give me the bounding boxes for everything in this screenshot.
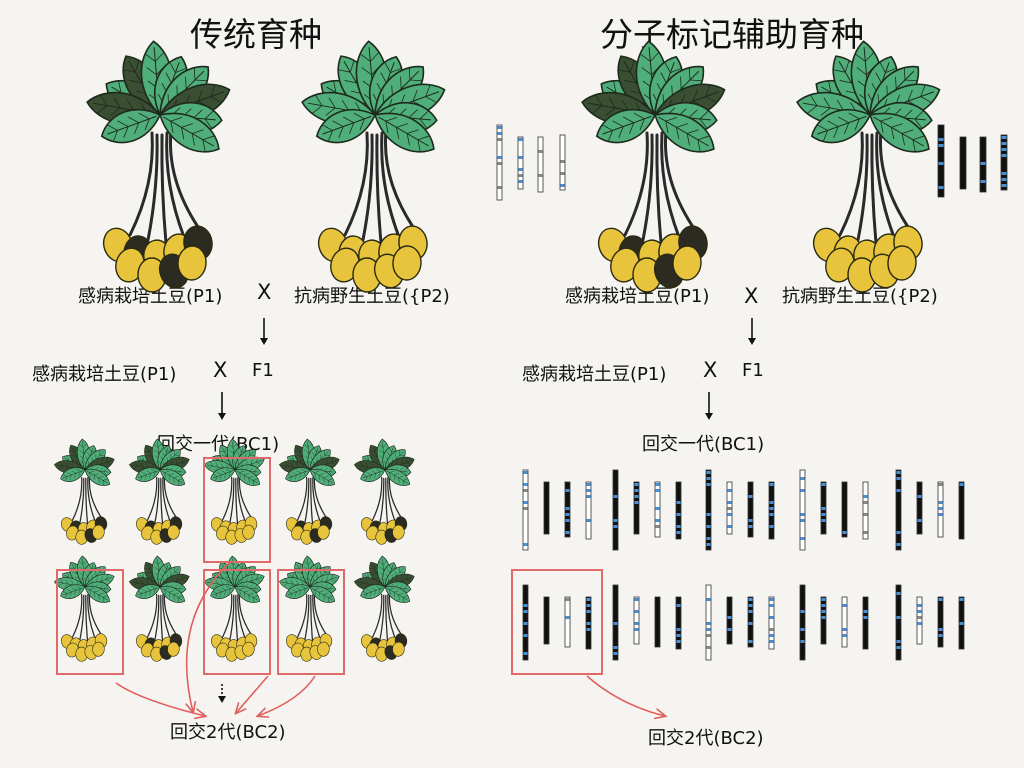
red-arrow-from-r2-c1 — [115, 682, 205, 716]
right-cross1-x: X — [744, 284, 759, 308]
bc1-chromosome-r2-g2-4 — [675, 596, 682, 650]
bc1-chromosome-r2-g3-1 — [705, 584, 712, 661]
parent1-chromosome-4 — [559, 134, 566, 191]
bc1-chromosome-r2-g1-2 — [543, 596, 550, 645]
bc1-plant-r2-c3 — [203, 555, 265, 662]
bc1-chromosome-r2-g5-4 — [958, 596, 965, 650]
left-cross1-p2: 抗病野生土豆({P2) — [294, 286, 450, 307]
arrow-down-left-1 — [260, 318, 268, 345]
left-bc1-label: 回交一代(BC1) — [157, 434, 280, 455]
left-cross2-p1: 感病栽培土豆(P1) — [32, 364, 177, 385]
bc1-chromosome-r1-g2-1 — [612, 469, 619, 551]
bc1-chromosome-r2-g4-2 — [820, 596, 827, 645]
right-cross2-x: X — [703, 358, 718, 382]
selection-box-r2-c3 — [203, 569, 271, 675]
right-cross1-p2: 抗病野生土豆({P2) — [782, 286, 938, 307]
bc1-plant-r2-c4 — [278, 555, 340, 662]
bc1-plant-r2-c5 — [353, 555, 415, 662]
bc1-plant-r1-c1 — [53, 438, 115, 545]
bc1-chromosome-r1-g1-3 — [564, 481, 571, 538]
susceptible-potato-plant-right — [581, 40, 726, 293]
parent2-chromosome-3 — [979, 136, 987, 193]
bc1-chromosome-r1-g1-2 — [543, 481, 550, 535]
bc1-chromosome-r2-g3-2 — [726, 596, 733, 645]
left-cross2-x: X — [213, 358, 228, 382]
parent1-chromosome-3 — [537, 136, 544, 193]
bc1-chromosome-r1-g4-4 — [862, 481, 869, 540]
parent2-chromosome-1 — [937, 124, 945, 198]
bc1-chromosome-r2-g1-1 — [522, 584, 529, 661]
right-cross1-p1: 感病栽培土豆(P1) — [565, 286, 710, 307]
right-cross2-p1: 感病栽培土豆(P1) — [522, 364, 667, 385]
bc1-chromosome-r2-g4-1 — [799, 584, 806, 661]
red-arrow-from-r1-c3 — [187, 561, 231, 712]
arrow-down-right-2 — [705, 392, 713, 420]
bc1-chromosome-r1-g3-2 — [726, 481, 733, 535]
bc1-chromosome-r1-g4-3 — [841, 481, 848, 538]
selection-box-r1-c3 — [203, 457, 271, 563]
bc1-chromosome-r2-g3-4 — [768, 596, 775, 650]
bc1-chromosome-r2-g5-3 — [937, 596, 944, 648]
arrow-down-right-1 — [748, 318, 756, 345]
parent1-chromosome-2 — [517, 136, 524, 190]
right-bc1-label: 回交一代(BC1) — [642, 434, 765, 455]
red-arrow-from-r2-c3 — [236, 675, 269, 713]
bc1-plant-r1-c4 — [278, 438, 340, 545]
bc1-plant-r2-c1 — [53, 555, 115, 662]
bc1-chromosome-r1-g2-2 — [633, 481, 640, 535]
bc1-plant-r1-c5 — [353, 438, 415, 545]
resistant-potato-plant-left — [301, 40, 446, 293]
parent2-chromosome-2 — [959, 136, 967, 190]
arrow-down-left-2 — [218, 392, 226, 420]
arrow-down-left-dashed — [218, 684, 226, 703]
bc1-chromosome-r2-g1-4 — [585, 596, 592, 650]
left-cross1-p1: 感病栽培土豆(P1) — [78, 286, 223, 307]
bc1-plant-r2-c2 — [128, 555, 190, 662]
bc1-chromosome-r2-g5-2 — [916, 596, 923, 645]
red-arrow-right-bc2 — [586, 675, 665, 716]
bc1-chromosome-r1-g1-1 — [522, 469, 529, 551]
left-cross1-x: X — [257, 280, 272, 304]
left-bc2-label: 回交2代(BC2) — [170, 722, 286, 743]
parent1-chromosome-1 — [496, 124, 503, 201]
bc1-chromosome-r1-g1-4 — [585, 481, 592, 540]
parent2-chromosome-4 — [1000, 134, 1008, 191]
bc1-chromosome-r1-g5-3 — [937, 481, 944, 538]
bc1-chromosome-r1-g4-2 — [820, 481, 827, 535]
red-arrow-from-r2-c4 — [258, 675, 316, 716]
susceptible-potato-plant-left — [86, 40, 231, 293]
left-title: 传统育种 — [190, 15, 322, 54]
bc1-chromosome-r2-g4-3 — [841, 596, 848, 648]
right-bc2-label: 回交2代(BC2) — [648, 728, 764, 749]
bc1-chromosome-r1-g2-3 — [654, 481, 661, 538]
bc1-chromosome-r1-g3-1 — [705, 469, 712, 551]
bc1-chromosome-r2-g2-2 — [633, 596, 640, 645]
bc1-chromosome-r2-g3-3 — [747, 596, 754, 648]
bc1-plant-r1-c3 — [203, 438, 265, 545]
selection-box-right — [511, 569, 603, 675]
selection-box-r2-c1 — [56, 569, 124, 675]
bc1-chromosome-r1-g3-3 — [747, 481, 754, 538]
bc1-chromosome-r1-g5-1 — [895, 469, 902, 551]
bc1-chromosome-r1-g5-4 — [958, 481, 965, 540]
bc1-chromosome-r2-g4-4 — [862, 596, 869, 650]
bc1-chromosome-r2-g2-3 — [654, 596, 661, 648]
right-cross2-f1: F1 — [742, 360, 764, 381]
bc1-plant-r1-c2 — [128, 438, 190, 545]
left-cross2-f1: F1 — [252, 360, 274, 381]
bc1-chromosome-r1-g4-1 — [799, 469, 806, 551]
bc1-chromosome-r1-g2-4 — [675, 481, 682, 540]
bc1-chromosome-r2-g2-1 — [612, 584, 619, 661]
bc1-chromosome-r1-g5-2 — [916, 481, 923, 535]
bc1-chromosome-r1-g3-4 — [768, 481, 775, 540]
resistant-potato-plant-right — [796, 40, 941, 293]
selection-box-r2-c4 — [277, 569, 345, 675]
bc1-chromosome-r2-g1-3 — [564, 596, 571, 648]
bc1-chromosome-r2-g5-1 — [895, 584, 902, 661]
